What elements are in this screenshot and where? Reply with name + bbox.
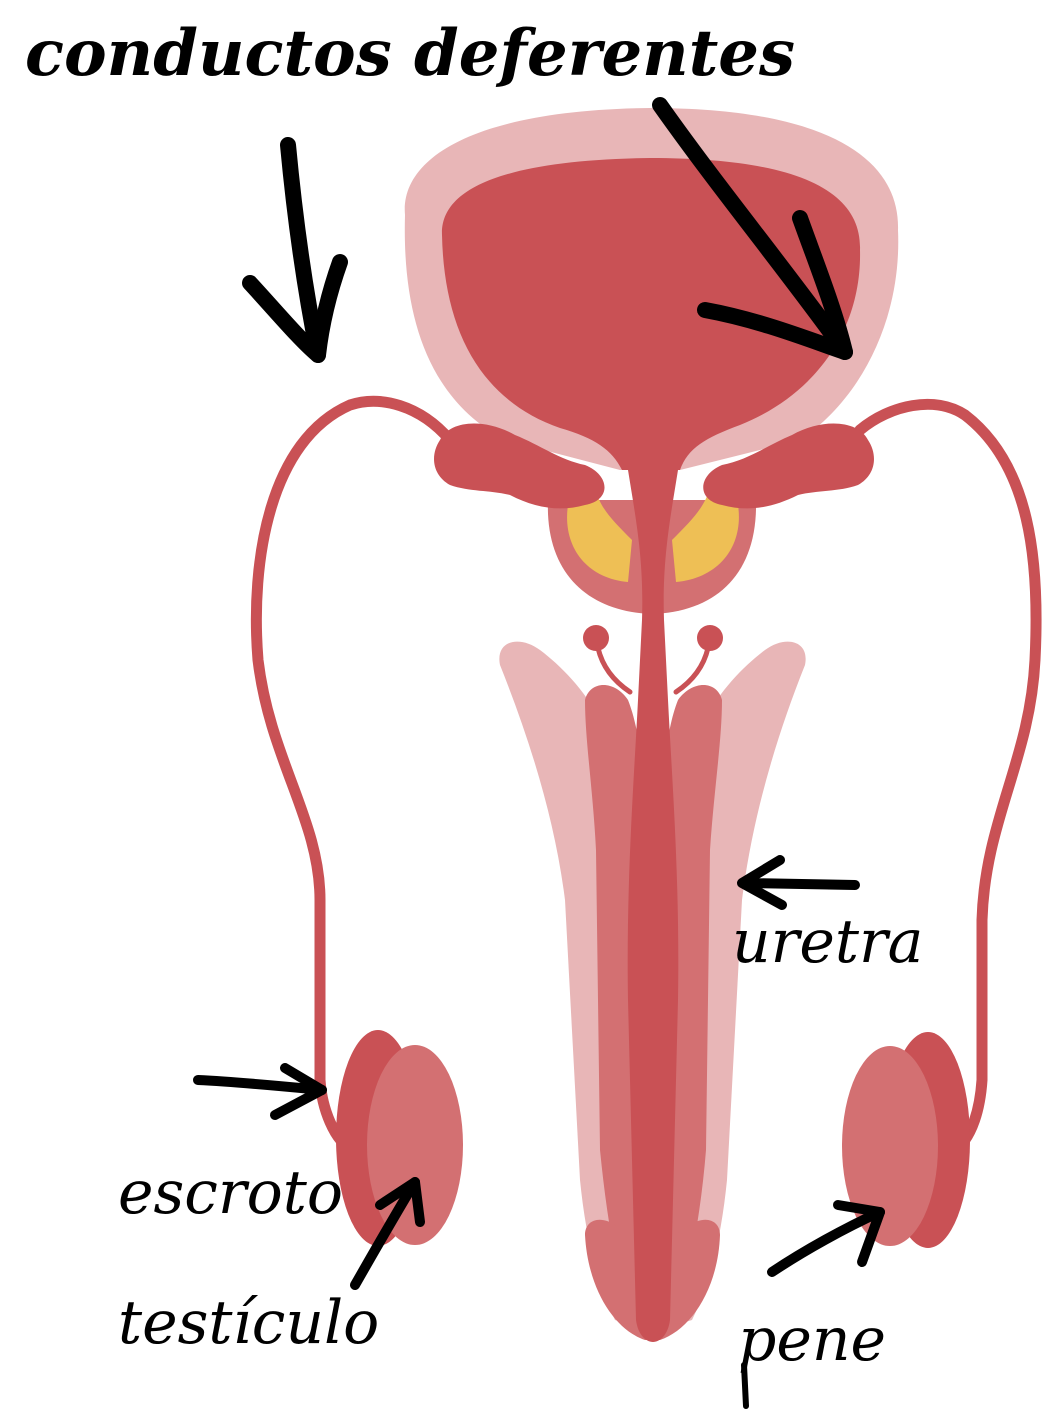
arrow-uretra-icon <box>742 860 855 905</box>
label-testiculo: testículo <box>118 1288 379 1358</box>
arrow-pene-icon <box>772 1205 880 1272</box>
vas-deferens-right <box>860 404 1036 1148</box>
penis <box>499 470 805 1342</box>
label-uretra: uretra <box>732 907 923 977</box>
label-pene: pene <box>738 1305 886 1375</box>
testis-right <box>842 1046 938 1246</box>
arrow-scrotum-left-icon <box>198 1068 322 1115</box>
vas-deferens-left <box>256 401 450 1148</box>
label-conductos-deferentes: conductos deferentes <box>25 16 795 91</box>
label-escroto: escroto <box>118 1158 343 1228</box>
arrow-vas-deferens-icon <box>250 145 340 355</box>
